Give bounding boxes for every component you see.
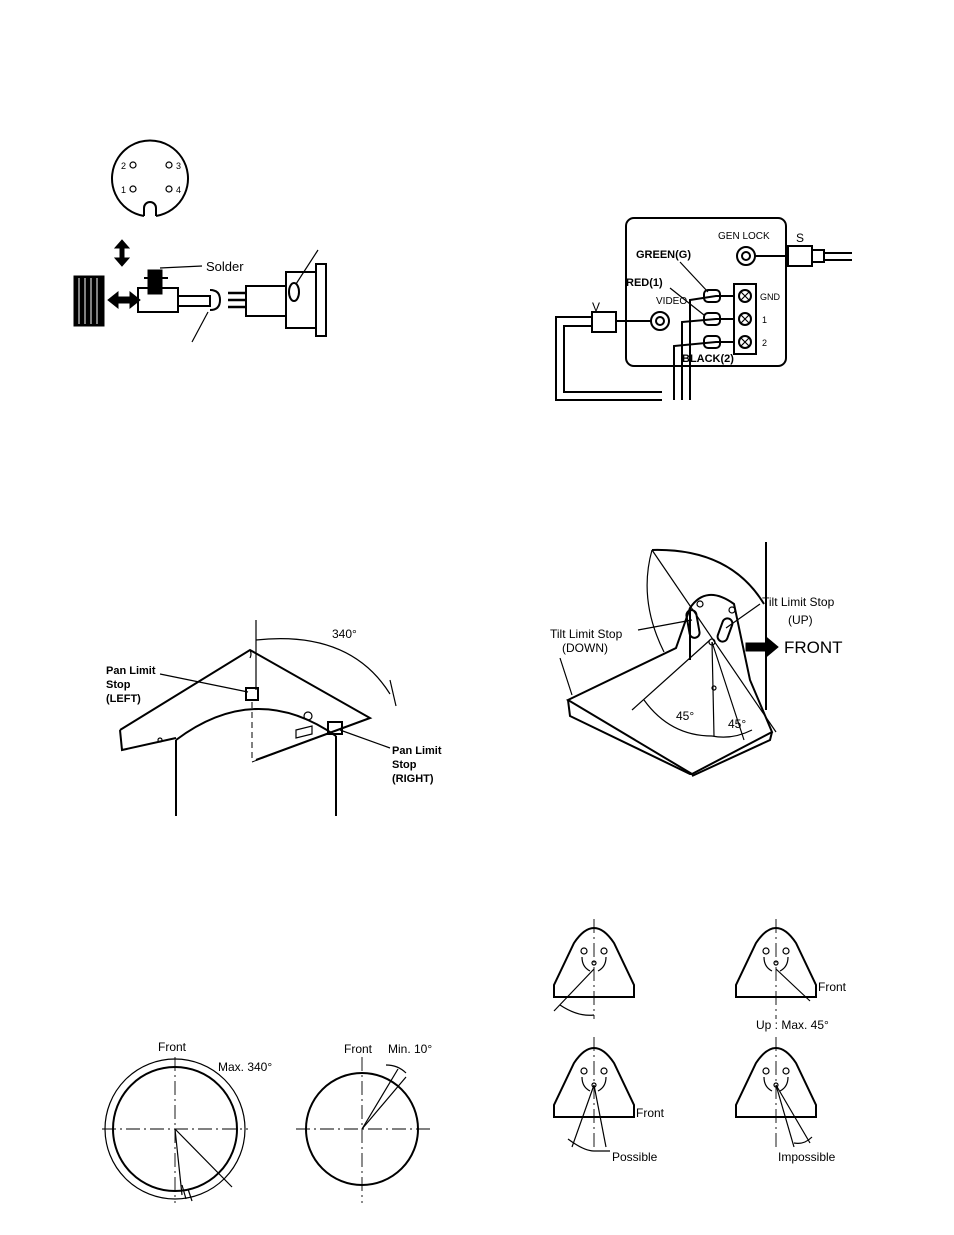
solder-label: Solder: [206, 259, 244, 274]
plate-bl-front: Front: [636, 1106, 665, 1120]
red-label: RED(1): [626, 277, 663, 289]
black-label: BLACK(2): [682, 353, 734, 365]
video-connector: [651, 312, 669, 330]
pin-1: [130, 186, 136, 192]
contact-leader: [192, 312, 208, 342]
pin-3: [166, 162, 172, 168]
pan-stop-left-label-1: Pan Limit: [106, 665, 156, 677]
housing-flange: [316, 264, 326, 336]
s-label: S: [796, 231, 804, 245]
tilt-stop-down-label-2: (DOWN): [562, 641, 608, 655]
rear-panel-drawing: GEN LOCK S GREEN(G) RED(1) VIDEO V GND 1…: [540, 210, 860, 410]
pan-circle-left: [102, 1057, 248, 1203]
tilt-drawing: 45° 45° Tilt Limit Stop (UP) Tilt Limit …: [540, 540, 880, 780]
tilt-plate-bottom-right: [736, 1037, 816, 1147]
tilt-stop-up-slot: [716, 617, 734, 643]
pin-2: [130, 162, 136, 168]
tilt-stop-up-label-1: Tilt Limit Stop: [762, 595, 835, 609]
pan-stop-right-label-2: Stop: [392, 759, 417, 771]
pan-circle-left-front: Front: [158, 1040, 187, 1054]
terminal-2-label: 2: [762, 338, 767, 348]
pan-circles-drawing: Front Max. 340° Front Min. 10°: [100, 1035, 440, 1235]
pan-stop-left-label-2: Stop: [106, 679, 131, 691]
pan-drawing: 340° Pan Limit Stop (LEFT) Pan Limit Sto…: [100, 610, 480, 820]
tilt-stop-down-label-1: Tilt Limit Stop: [550, 627, 623, 641]
pan-stop-right-label-3: (RIGHT): [392, 773, 434, 785]
pan-angle-arc: [256, 639, 390, 694]
tilt-angle-left: 45°: [676, 709, 694, 723]
slot-leader: [296, 250, 318, 284]
s-bnc-plug: [788, 246, 812, 266]
pan-circle-right-min: Min. 10°: [388, 1042, 432, 1056]
pin-4: [166, 186, 172, 192]
pan-circle-right-front: Front: [344, 1042, 373, 1056]
gen-lock-connector: [737, 247, 755, 265]
plate-tr-front: Front: [818, 980, 847, 994]
tilt-stop-up-label-2: (UP): [788, 613, 813, 627]
crimp-clip: [210, 290, 220, 310]
tilt-angle-right: 45°: [728, 717, 746, 731]
pan-figure: 340° Pan Limit Stop (LEFT) Pan Limit Sto…: [100, 610, 480, 820]
tilt-plate-top-right: [736, 919, 816, 1019]
pan-stop-left-label-3: (LEFT): [106, 693, 141, 705]
solder-cup: [148, 270, 162, 294]
pin-label-1: 1: [121, 185, 126, 195]
front-label: FRONT: [784, 638, 843, 657]
pin-face-key: [144, 202, 156, 216]
rear-panel-figure: GEN LOCK S GREEN(G) RED(1) VIDEO V GND 1…: [540, 210, 860, 410]
green-label: GREEN(G): [636, 249, 691, 261]
gen-lock-label: GEN LOCK: [718, 231, 770, 242]
double-arrow-horizontal-icon: [108, 292, 140, 308]
front-arrow-icon: [746, 637, 778, 657]
connector-drawing: 2 3 1 4 Solder: [60, 140, 360, 345]
double-arrow-vertical-icon: [115, 240, 129, 266]
plate-br-caption: Impossible: [778, 1150, 836, 1164]
tilt-plate-top-left: [554, 919, 634, 1019]
pin-contact: [178, 296, 210, 306]
pin-face-outline: [112, 140, 188, 216]
pan-circle-right: [296, 1057, 430, 1203]
bracket-plate: [568, 595, 772, 774]
column-top: [176, 709, 336, 740]
bracket-top: [120, 650, 370, 760]
tilt-plate-bottom-left: [554, 1037, 634, 1151]
pin-label-2: 2: [121, 161, 126, 171]
terminal-screws: [739, 290, 751, 348]
tilt-plates-figure: Front Up : Max. 45° Front Possible Impos…: [540, 915, 870, 1170]
terminal-1-label: 1: [762, 315, 767, 325]
pan-angle-label: 340°: [332, 627, 357, 641]
pan-circle-left-max: Max. 340°: [218, 1060, 272, 1074]
connector-figure: 2 3 1 4 Solder: [60, 140, 360, 345]
terminal-gnd-label: GND: [760, 292, 781, 302]
v-bnc-plug: [592, 312, 616, 332]
pan-stop-right-label-1: Pan Limit: [392, 745, 442, 757]
tilt-figure: 45° 45° Tilt Limit Stop (UP) Tilt Limit …: [540, 540, 880, 780]
pin-label-3: 3: [176, 161, 181, 171]
tilt-plates-drawing: Front Up : Max. 45° Front Possible Impos…: [540, 915, 870, 1170]
solder-leader: [160, 266, 202, 268]
housing-neck: [246, 286, 286, 316]
housing-slot: [289, 283, 299, 301]
plate-tr-caption: Up : Max. 45°: [756, 1018, 829, 1032]
pan-circles-figure: Front Max. 340° Front Min. 10°: [100, 1035, 440, 1235]
pin-label-4: 4: [176, 185, 181, 195]
plate-bl-caption: Possible: [612, 1150, 658, 1164]
